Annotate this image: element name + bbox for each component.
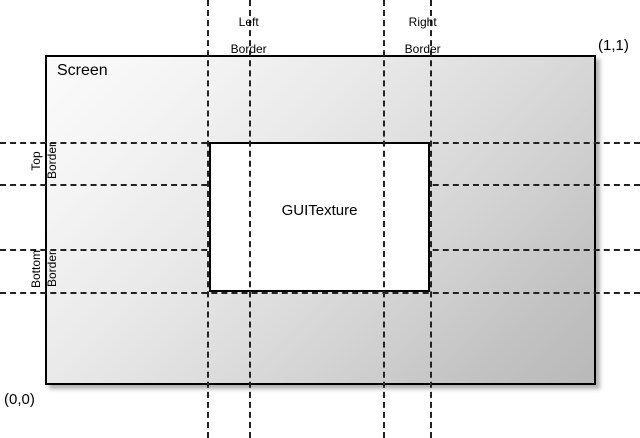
guide-line-right-border-outer: [430, 0, 432, 438]
guitexture-rectangle: [209, 142, 430, 292]
guide-line-left-border-inner: [249, 0, 251, 438]
guide-line-right-border-inner: [383, 0, 385, 438]
bottom-border-label-line2: Border: [44, 250, 59, 288]
right-border-label-line2: Border: [404, 42, 441, 57]
guitexture-label: GUITexture: [281, 202, 358, 219]
bottom-border-label-second: Border: [18, 247, 87, 291]
right-border-label-line1: Right: [408, 14, 437, 29]
right-border-label: Right Border: [384, 2, 448, 71]
left-border-label-line2: Border: [230, 42, 267, 57]
guide-line-left-border-outer: [207, 0, 209, 438]
screen-label: Screen: [57, 62, 108, 79]
top-border-label-line2: Border: [44, 142, 59, 180]
corner-label-bottom-left: (0,0): [4, 391, 35, 408]
left-border-label-line1: Left: [238, 14, 259, 29]
corner-label-top-right: (1,1): [598, 37, 629, 54]
left-border-label: Left Border: [210, 2, 274, 71]
guide-line-bottom-border-outer: [0, 292, 640, 294]
top-border-label-second: Border: [18, 140, 87, 182]
